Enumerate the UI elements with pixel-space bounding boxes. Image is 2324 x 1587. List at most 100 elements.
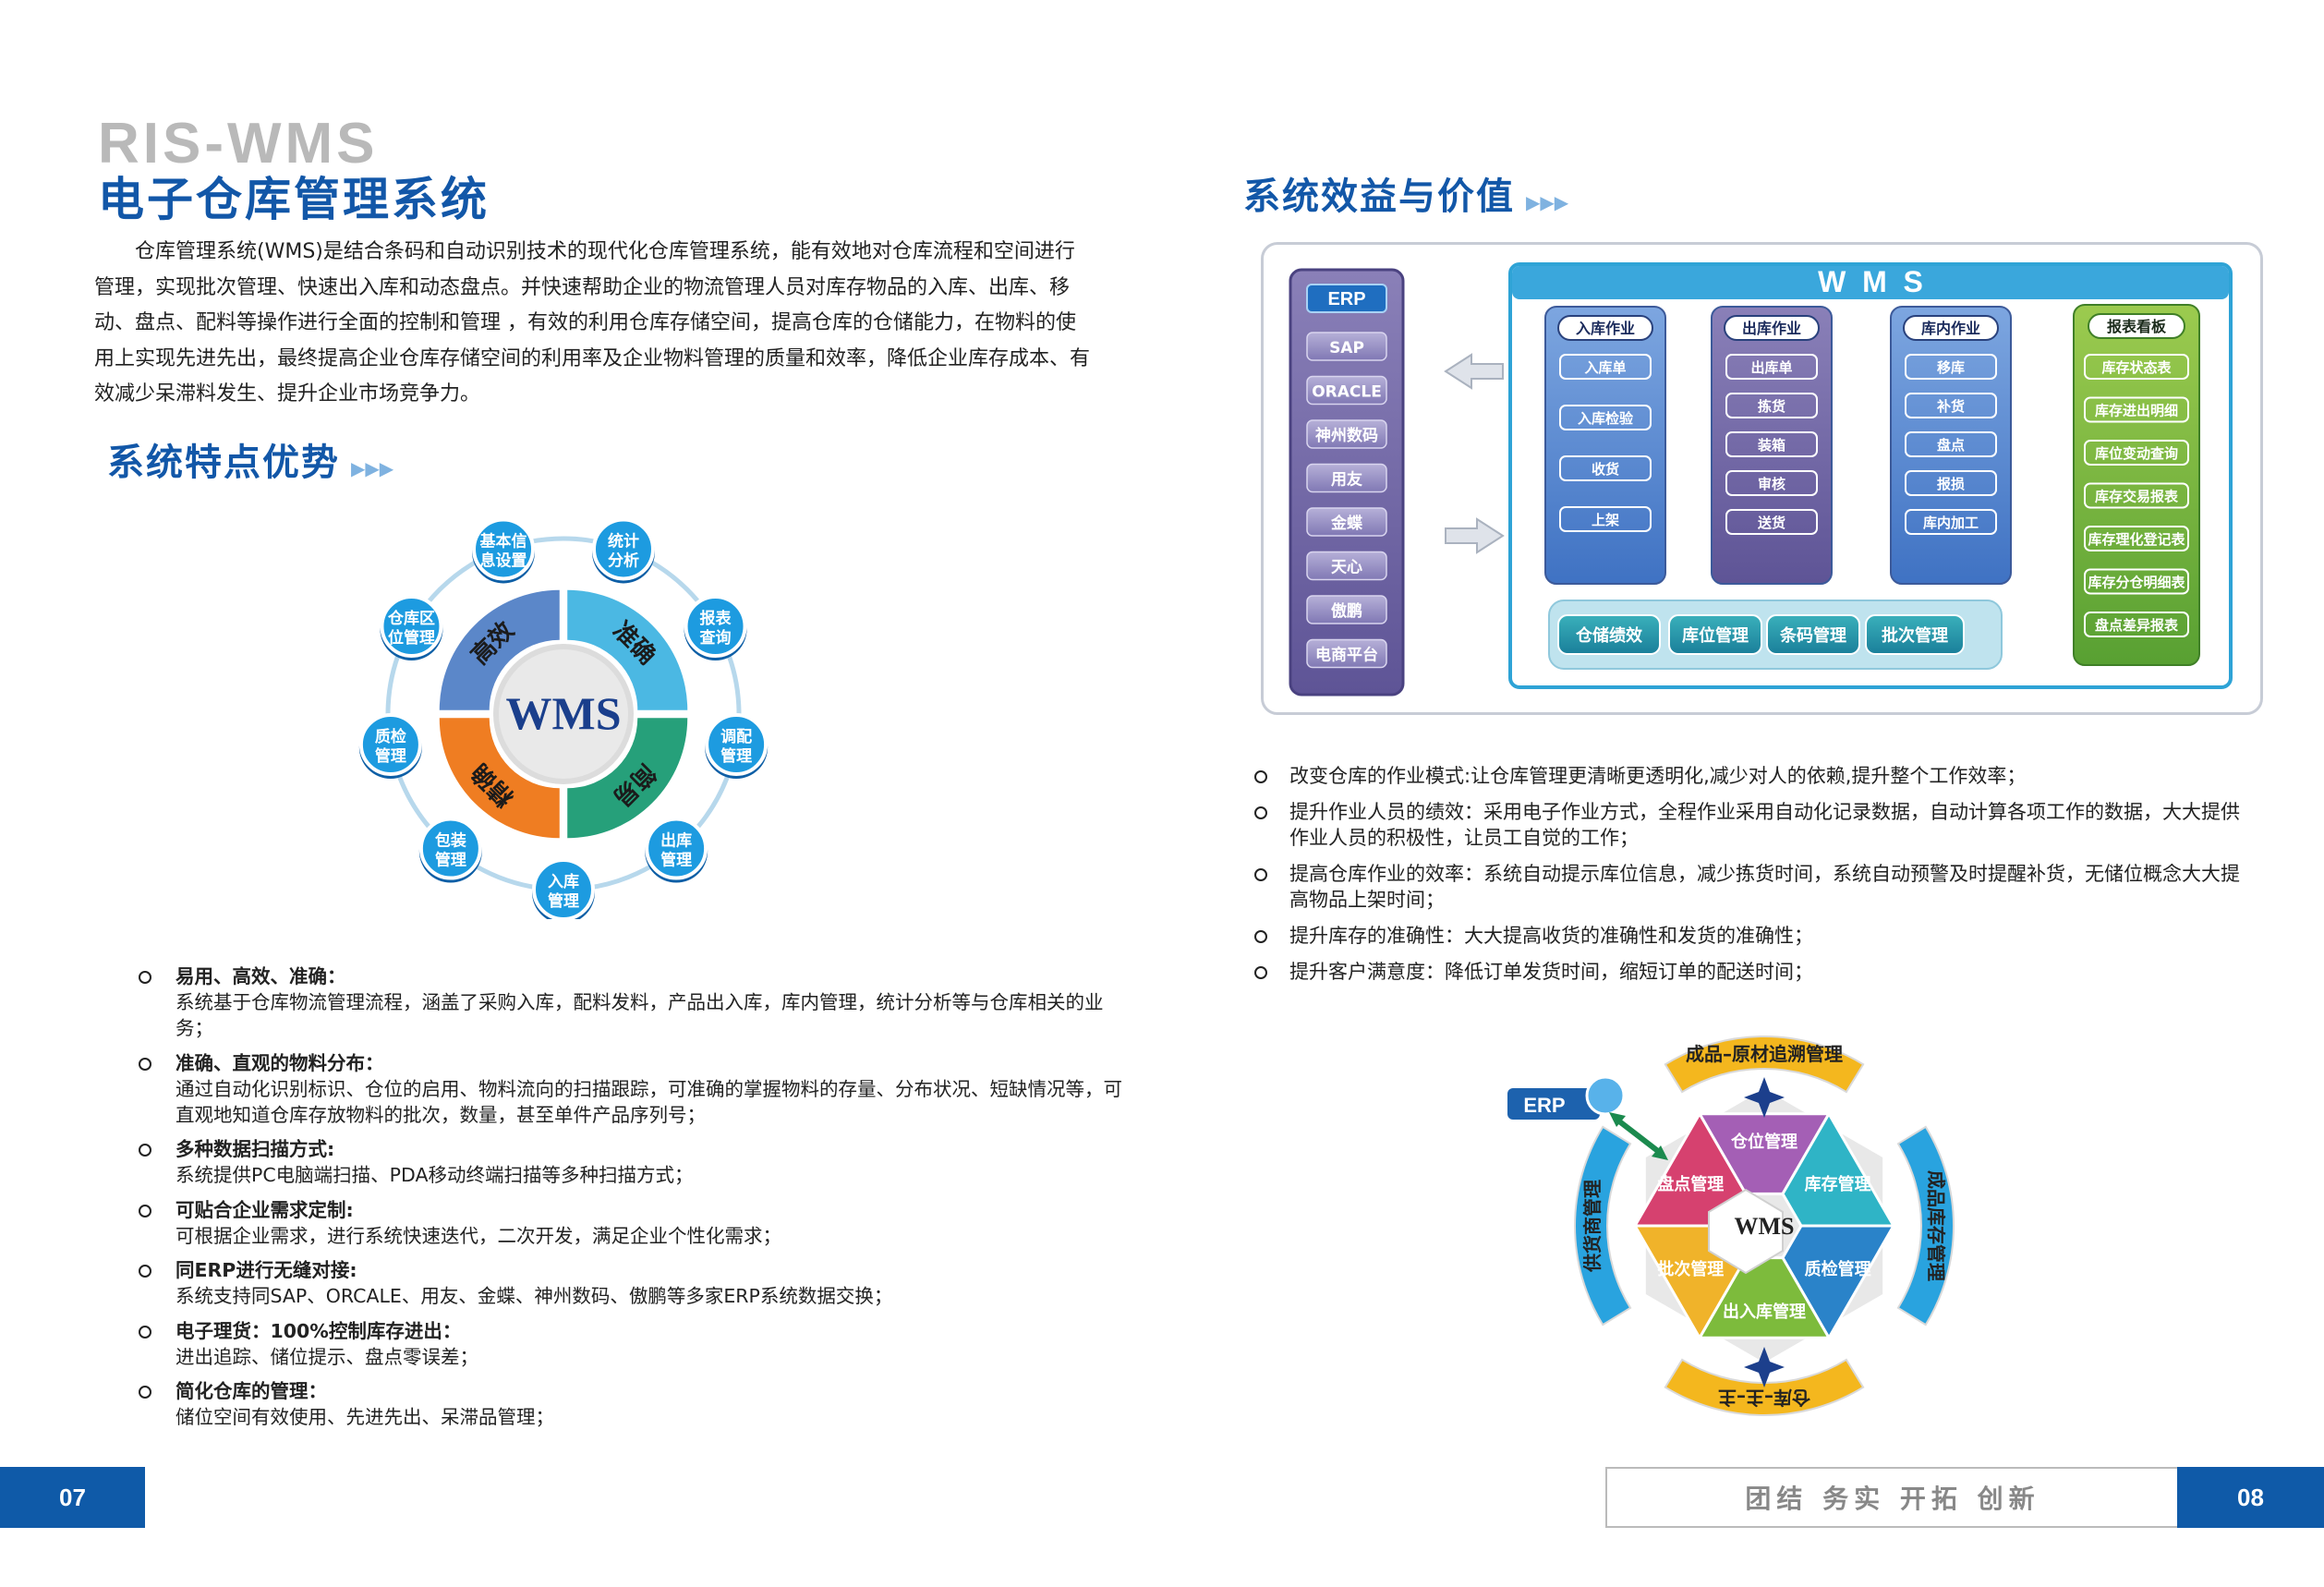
- report-item-label: 盘点差异报表: [2095, 617, 2179, 634]
- wheel-node-label: 查询: [699, 628, 732, 648]
- erp-item: [1306, 638, 1387, 669]
- wheel-node-label: 仓库区: [387, 609, 435, 628]
- wms-panel-title: W M S: [1818, 265, 1923, 298]
- wheel-node: [358, 712, 422, 776]
- feature-title: 同ERP进行无缝对接:: [176, 1259, 357, 1281]
- report-item-label: 库存进出明细: [2095, 403, 2178, 419]
- report-item-label: 库存理化登记表: [2088, 531, 2185, 548]
- page-number-left: 07: [0, 1467, 145, 1528]
- feature-desc: 系统支持同SAP、ORCALE、用友、金蝶、神州数码、傲鹏等多家ERP系统数据交…: [176, 1285, 893, 1307]
- feature-desc: 进出追踪、储位提示、盘点零误差；: [176, 1345, 478, 1368]
- report-item: [2084, 568, 2189, 595]
- wms-bottom-item: [1668, 614, 1762, 655]
- erp-item: [1306, 595, 1387, 624]
- wms-column-item: [1905, 431, 1997, 457]
- erp-item-label: 用友: [1331, 470, 1362, 490]
- wms-column-item-label: 装箱: [1757, 437, 1785, 454]
- wms-column-item: [1559, 405, 1652, 430]
- wheel-quadrant: [567, 589, 688, 710]
- list-item: 简化仓库的管理：储位空间有效使用、先进先出、呆滞品管理；: [139, 1378, 1136, 1430]
- wms-column-item: [1905, 354, 1997, 380]
- wms-bottom-item-label: 条码管理: [1779, 625, 1846, 646]
- wms-bottom-item: [1865, 614, 1965, 655]
- wms-column-item: [1905, 509, 1997, 535]
- wms-bottom-item: [1766, 614, 1860, 655]
- star-icon: [1744, 1077, 1785, 1118]
- feature-title: 易用、高效、准确：: [176, 965, 346, 987]
- hex-segment-label: 仓位管理: [1730, 1132, 1797, 1152]
- double-arrow-icon: [1613, 1115, 1664, 1157]
- intro-paragraph: 仓库管理系统(WMS)是结合条码和自动识别技术的现代化仓库管理系统，能有效地对仓…: [94, 240, 1091, 406]
- benefits-section-title: 系统效益与价值▶▶▶: [1243, 176, 1569, 218]
- wms-column-item-label: 上架: [1592, 512, 1619, 528]
- wms-column-item: [1559, 455, 1652, 481]
- wms-column-item-label: 盘点: [1937, 437, 1965, 454]
- wheel-node-label: 质检: [375, 727, 406, 746]
- list-item: 可贴合企业需求定制:可根据企业需求，进行系统快速迭代，二次开发，满足企业个性化需…: [139, 1197, 1136, 1249]
- erp-item-label: 神州数码: [1315, 426, 1378, 445]
- wheel-node: [472, 517, 536, 581]
- wms-column-item-label: 入库检验: [1578, 410, 1634, 427]
- list-item: 提高仓库作业的效率：系统自动提示库位信息，减少拣货时间，系统自动预警及时提醒补货…: [1254, 861, 2243, 913]
- features-list: 易用、高效、准确：系统基于仓库物流管理流程，涵盖了采购入库，配料发料，产品出入库…: [139, 963, 1136, 1439]
- report-item-label: 库存状态表: [2101, 359, 2172, 376]
- page-number-right: 08: [2177, 1467, 2324, 1528]
- erp-item: [1306, 419, 1387, 449]
- wheel-node-label: 管理: [660, 851, 692, 870]
- wms-bottom-item-label: 仓储绩效: [1575, 625, 1643, 646]
- feature-title: 多种数据扫描方式:: [176, 1138, 335, 1160]
- wheel-center-label: WMS: [506, 687, 622, 739]
- wms-column-item: [1905, 470, 1997, 496]
- hex-arc: [1664, 1036, 1865, 1094]
- wheel-node-label: 出库: [660, 831, 692, 851]
- list-item: 改变仓库的作业模式:让仓库管理更清晰更透明化,减少对人的依赖,提升整个工作效率；: [1254, 763, 2243, 789]
- report-item: [2084, 396, 2189, 423]
- list-item: 提升客户满意度：降低订单发货时间，缩短订单的配送时间；: [1254, 959, 2243, 985]
- wms-column-item-label: 入库单: [1584, 359, 1626, 376]
- list-item: 电子理货：100%控制库存进出：进出追踪、储位提示、盘点零误差；: [139, 1318, 1136, 1370]
- erp-item: [1306, 507, 1387, 537]
- erp-item-label: 金蝶: [1330, 514, 1363, 533]
- wheel-node-label: 管理: [548, 891, 579, 911]
- hex-arc-label: 仓库–主–主: [1718, 1387, 1811, 1409]
- wheel-quadrant: [439, 589, 560, 710]
- erp-globe-icon: [1585, 1075, 1626, 1116]
- wms-column-item-label: 审核: [1758, 476, 1785, 492]
- wheel-node: [380, 595, 443, 658]
- hex-center-label: WMS: [1735, 1213, 1795, 1240]
- wms-column-item-label: 送货: [1757, 515, 1785, 531]
- wms-bottom-item: [1557, 614, 1661, 655]
- wms-column-item: [1725, 509, 1818, 535]
- hex-arc: [1896, 1125, 1955, 1327]
- arrow-icon: ▶▶▶: [1526, 191, 1569, 213]
- wms-column-item: [1559, 354, 1652, 380]
- report-item: [2084, 440, 2189, 466]
- hex-arc-label: 供货商管理: [1581, 1180, 1604, 1273]
- wms-column-item-label: 拣货: [1758, 398, 1785, 415]
- wms-column-title: 出库作业: [1742, 320, 1801, 337]
- wheel-quadrant: [567, 718, 688, 839]
- wheel-node-label: 位管理: [388, 628, 435, 648]
- wms-column-item: [1559, 506, 1652, 532]
- wms-column-item: [1905, 393, 1997, 418]
- wheel-node-label: 调配: [720, 728, 752, 746]
- wheel-node-label: 管理: [435, 851, 466, 870]
- hex-segment-label: 库存管理: [1805, 1174, 1871, 1194]
- footer-slogan: 团结 务实 开拓 创新: [1605, 1467, 2178, 1528]
- hex-erp-label: ERP: [1523, 1094, 1565, 1117]
- report-column: [2073, 304, 2200, 666]
- wheel-node: [705, 712, 769, 776]
- hex-segment-label: 出入库管理: [1723, 1302, 1806, 1322]
- wms-column-item: [1725, 393, 1818, 418]
- wheel-node-label: 基本信: [479, 531, 527, 551]
- wheel-node-label: 管理: [375, 746, 406, 766]
- list-item: 易用、高效、准确：系统基于仓库物流管理流程，涵盖了采购入库，配料发料，产品出入库…: [139, 963, 1136, 1041]
- wheel-node: [532, 858, 595, 919]
- feature-desc: 通过自动化识别标识、仓位的启用、物料流向的扫描跟踪，可准确的掌握物料的存量、分布…: [176, 1077, 1122, 1126]
- wms-bottom-item-label: 库位管理: [1682, 625, 1749, 646]
- arrow-right-icon: [1445, 517, 1505, 554]
- wms-column: [1711, 306, 1833, 585]
- erp-item: [1306, 463, 1387, 493]
- report-item-label: 库位变动查询: [2095, 445, 2178, 462]
- wheel-node-label: 分析: [608, 551, 639, 570]
